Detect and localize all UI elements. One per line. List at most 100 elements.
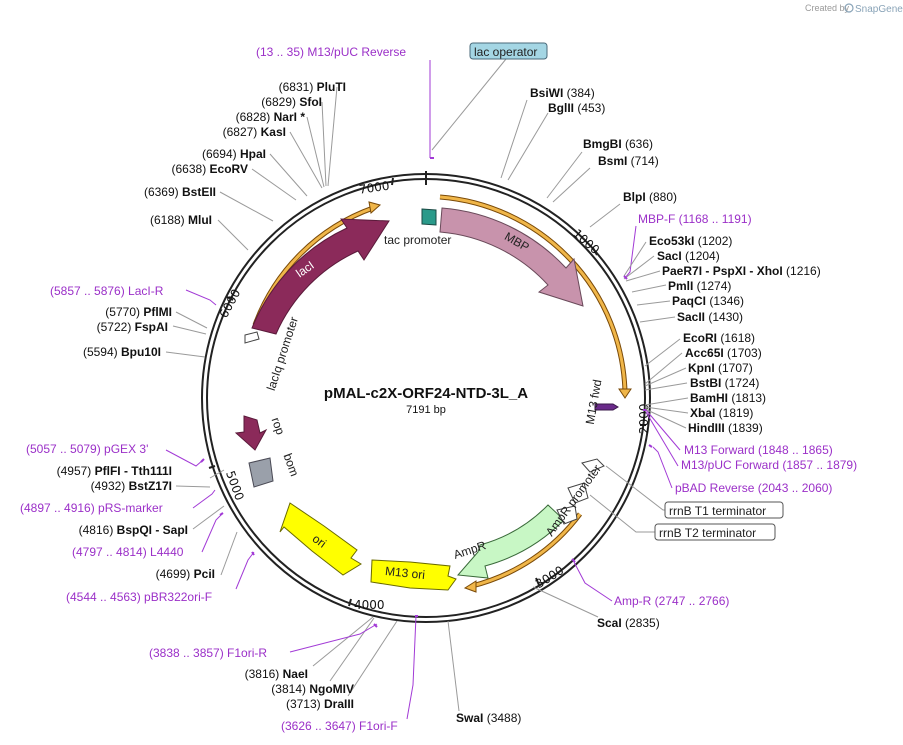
enzyme-name: BmgBI: [583, 137, 622, 151]
site-label-e-pflfi[interactable]: (4957) PflFI - Tth111I: [57, 464, 172, 478]
site-label-e-bmgbi[interactable]: BmgBI (636): [583, 137, 653, 151]
site-label-e-bpu10i[interactable]: (5594) Bpu10I: [83, 345, 161, 359]
site-label-e-saci[interactable]: SacI (1204): [657, 249, 720, 263]
feature-m13-ori[interactable]: [370, 559, 457, 591]
site-label-e-pluti[interactable]: (6831) PluTI: [279, 80, 346, 94]
site-label-p-l4440[interactable]: (4797 .. 4814) L4440: [72, 545, 184, 559]
site-label-p-f1orir[interactable]: (3838 .. 3857) F1ori-R: [149, 646, 267, 660]
site-position: (3713): [286, 697, 324, 711]
site-label-e-pcii[interactable]: (4699) PciI: [156, 567, 215, 581]
site-position: (6831): [279, 80, 317, 94]
enzyme-name: MluI: [188, 213, 212, 227]
site-label-e-bsmi[interactable]: BsmI (714): [598, 154, 659, 168]
feature-label-m13-ori: M13 ori: [384, 564, 425, 582]
site-label-e-scai[interactable]: ScaI (2835): [597, 616, 660, 630]
site-label-p-ampr[interactable]: Amp-R (2747 .. 2766): [614, 594, 729, 608]
site-label-e-ngomiv[interactable]: (3814) NgoMIV: [271, 682, 354, 696]
callout-rrnb-t1-label: rrnB T1 terminator: [669, 504, 766, 518]
site-label-e-mlui[interactable]: (6188) MluI: [150, 213, 212, 227]
site-label-e-xbai[interactable]: XbaI (1819): [690, 406, 753, 420]
site-label-e-acc65i[interactable]: Acc65I (1703): [685, 346, 762, 360]
site-label-e-bstbi[interactable]: BstBI (1724): [690, 376, 759, 390]
feature-mbp[interactable]: [439, 207, 584, 307]
site-label-e-nari[interactable]: (6828) NarI *: [236, 110, 306, 124]
site-label-e-pmli[interactable]: PmlI (1274): [668, 279, 731, 293]
site-label-e-fspai[interactable]: (5722) FspAI: [97, 320, 168, 334]
primer-text: (4897 .. 4916) pRS-marker: [20, 501, 163, 515]
enzyme-name: BspQI - SapI: [117, 523, 188, 537]
site-label-e-hindiii[interactable]: HindIII (1839): [688, 421, 763, 435]
primer-text: Amp-R (2747 .. 2766): [614, 594, 729, 608]
feature-rrnb-t2[interactable]: [567, 482, 589, 504]
callout-rrnb-t2-label: rrnB T2 terminator: [659, 526, 756, 540]
site-label-e-bglii[interactable]: BglII (453): [548, 101, 605, 115]
site-label-e-kasi[interactable]: (6827) KasI: [223, 125, 286, 139]
site-label-e-sacii[interactable]: SacII (1430): [677, 310, 743, 324]
site-label-e-bspqi[interactable]: (4816) BspQI - SapI: [79, 523, 188, 537]
site-label-e-ecorv[interactable]: (6638) EcoRV: [172, 162, 249, 176]
site-label-e-sfoi[interactable]: (6829) SfoI: [261, 95, 322, 109]
site-label-e-draiii[interactable]: (3713) DraIII: [286, 697, 354, 711]
site-label-e-kpni[interactable]: KpnI (1707): [688, 361, 753, 375]
site-label-p-lacir[interactable]: (5857 .. 5876) LacI-R: [50, 284, 164, 298]
site-label-e-bsiwi[interactable]: BsiWI (384): [530, 86, 595, 100]
enzyme-name: KpnI: [688, 361, 715, 375]
feature-bom[interactable]: [248, 457, 274, 488]
site-label-e-bamhi[interactable]: BamHI (1813): [690, 391, 766, 405]
credit-created-by: Created by: [805, 3, 850, 13]
feature-ori[interactable]: [279, 502, 362, 576]
feature-laciq-promoter[interactable]: [244, 331, 260, 344]
callout-lac-operator-label: lac operator: [474, 45, 537, 59]
enzyme-name: KasI: [261, 125, 286, 139]
site-label-p-m13pucfwd[interactable]: M13/pUC Forward (1857 .. 1879): [681, 458, 857, 472]
site-label-p-m13rev[interactable]: (13 .. 35) M13/pUC Reverse: [256, 45, 406, 59]
site-label-e-hpai[interactable]: (6694) HpaI: [202, 147, 266, 161]
snapgene-logo-icon: [844, 3, 854, 13]
map-length: 7191 bp: [406, 404, 446, 416]
site-position: (1819): [715, 406, 753, 420]
site-label-e-eco53ki[interactable]: Eco53kI (1202): [649, 234, 732, 248]
site-label-p-f1orif[interactable]: (3626 .. 3647) F1ori-F: [281, 719, 398, 733]
site-label-p-pgex3[interactable]: (5057 .. 5079) pGEX 3': [26, 442, 148, 456]
site-label-e-pflmi[interactable]: (5770) PflMI: [105, 305, 172, 319]
primer-text: (13 .. 35) M13/pUC Reverse: [256, 45, 406, 59]
site-position: (1346): [706, 294, 744, 308]
site-label-e-swai[interactable]: SwaI (3488): [456, 711, 521, 725]
feature-tac-promoter[interactable]: [421, 208, 437, 226]
enzyme-name: SwaI: [456, 711, 483, 725]
site-label-e-paer7i[interactable]: PaeR7I - PspXI - XhoI (1216): [662, 264, 821, 278]
enzyme-name: HpaI: [240, 147, 266, 161]
callout-rrnb-t2[interactable]: [654, 523, 776, 541]
callout-rrnb-t1[interactable]: [664, 501, 784, 519]
site-position: (6829): [261, 95, 299, 109]
feature-m13-fwd-primer[interactable]: [594, 403, 619, 411]
orf-arrow-laci: [368, 201, 382, 214]
site-label-e-ecori[interactable]: EcoRI (1618): [683, 331, 755, 345]
site-label-p-pbr322[interactable]: (4544 .. 4563) pBR322ori-F: [66, 590, 212, 604]
site-position: (1274): [693, 279, 731, 293]
site-label-e-blpi[interactable]: BlpI (880): [623, 190, 677, 204]
site-label-p-m13fwd[interactable]: M13 Forward (1848 .. 1865): [684, 443, 833, 457]
site-label-e-naei[interactable]: (3816) NaeI: [245, 667, 308, 681]
site-label-e-bstz17i[interactable]: (4932) BstZ17I: [91, 479, 172, 493]
site-label-e-paqci[interactable]: PaqCI (1346): [672, 294, 744, 308]
feature-ampr-promoter[interactable]: [556, 505, 578, 525]
site-label-p-mbpf[interactable]: MBP-F (1168 .. 1191): [638, 212, 752, 226]
primer-text: (4544 .. 4563) pBR322ori-F: [66, 590, 212, 604]
site-position: (5594): [83, 345, 121, 359]
site-label-e-bsteii[interactable]: (6369) BstEII: [144, 185, 216, 199]
site-position: (453): [574, 101, 605, 115]
enzyme-name: PaqCI: [672, 294, 706, 308]
feature-laci[interactable]: [251, 218, 390, 335]
enzyme-name: PciI: [194, 567, 215, 581]
feature-ampr[interactable]: [456, 504, 565, 579]
callout-lac-operator[interactable]: [469, 42, 548, 60]
feature-rrnb-t1[interactable]: [581, 458, 605, 473]
site-label-p-pbadrev[interactable]: pBAD Reverse (2043 .. 2060): [675, 481, 832, 495]
feature-rop[interactable]: [234, 415, 268, 451]
orf-arrow-ampr: [463, 580, 477, 593]
site-label-p-rsmarker[interactable]: (4897 .. 4916) pRS-marker: [20, 501, 163, 515]
site-position: (1216): [783, 264, 821, 278]
